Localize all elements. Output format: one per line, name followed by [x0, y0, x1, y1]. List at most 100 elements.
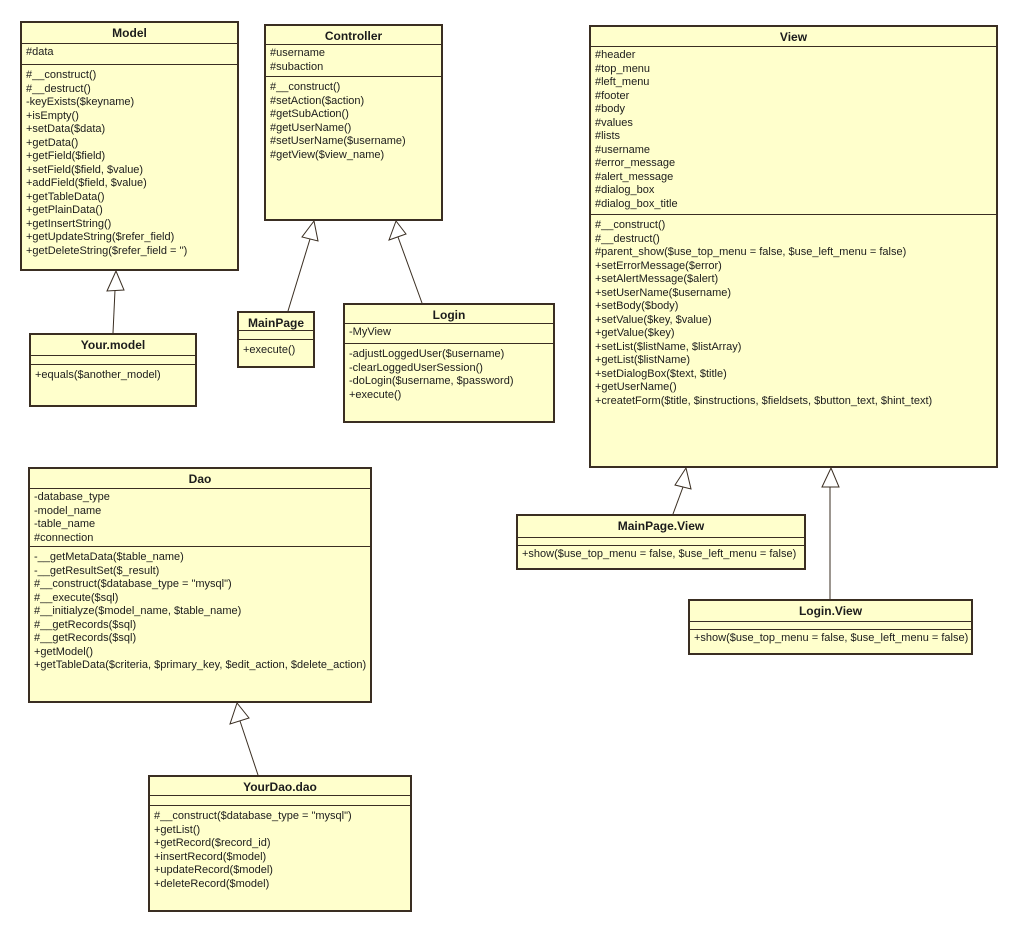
member-line: #dialog_box_title [595, 197, 678, 210]
member-line: +getPlainData() [26, 204, 103, 216]
class-login-methods: -adjustLoggedUser($username)-clearLogged… [345, 344, 553, 421]
class-login-attributes: -MyView [345, 324, 553, 344]
class-login-view-methods: +show($use_top_menu = false, $use_left_m… [690, 630, 971, 653]
member-line: +getData() [26, 136, 79, 149]
member-line: +isEmpty() [26, 109, 79, 122]
member-line: +execute() [349, 388, 402, 401]
member-line: +getTableData($criteria, $primary_key, $… [34, 659, 367, 671]
member-line: #__initialyze($model_name, $table_name) [34, 605, 242, 617]
class-model-attributes: #data [22, 44, 237, 65]
member-line: #__destruct() [26, 82, 91, 95]
member-line: +getInsertString() [26, 217, 112, 230]
member-line: #getSubAction() [270, 108, 349, 120]
member-line: +getValue($key) [595, 327, 675, 339]
member-line: #data [26, 46, 54, 58]
member-line: -model_name [34, 504, 102, 517]
member-line: +getUpdateString($refer_field) [26, 231, 175, 243]
class-yourdao-title: YourDao.dao [150, 777, 410, 796]
class-mainpage-attributes [239, 331, 313, 340]
class-model-title: Model [22, 23, 237, 44]
member-line: +updateRecord($model) [154, 864, 273, 876]
member-line: +getTableData() [26, 190, 105, 203]
member-line: +equals($another_model) [35, 369, 161, 381]
member-line: #connection [34, 531, 94, 544]
class-login-view[interactable]: Login.View +show($use_top_menu = false, … [688, 599, 973, 655]
member-line: +setField($field, $value) [26, 163, 144, 176]
class-yourdao[interactable]: YourDao.dao #__construct($database_type … [148, 775, 412, 912]
member-line: -keyExists($keyname) [26, 96, 135, 108]
class-model[interactable]: Model #data #__construct()#__destruct()-… [20, 21, 239, 271]
member-line: -__getResultSet($_result) [34, 564, 160, 577]
class-model-methods: #__construct()#__destruct()-keyExists($k… [22, 65, 237, 269]
member-line: #error_message [595, 157, 676, 169]
class-controller-attributes: #username#subaction [266, 45, 441, 77]
class-yourdao-methods: #__construct($database_type = "mysql")+g… [150, 806, 410, 910]
member-line: #body [595, 103, 625, 115]
class-login-view-title: Login.View [690, 601, 971, 622]
class-view[interactable]: View #header#top_menu#left_menu#footer#b… [589, 25, 998, 468]
member-line: #__construct() [595, 219, 666, 231]
class-view-attributes: #header#top_menu#left_menu#footer#body#v… [591, 47, 996, 215]
class-login[interactable]: Login -MyView -adjustLoggedUser($usernam… [343, 303, 555, 423]
class-login-title: Login [345, 305, 553, 324]
member-line: +setData($data) [26, 123, 106, 135]
class-mainpage[interactable]: MainPage +execute() [237, 311, 315, 368]
inheritance-mainpage-view-to-view [672, 466, 692, 515]
member-line: +getField($field) [26, 150, 106, 162]
member-line: #username [595, 143, 651, 156]
member-line: #lists [595, 130, 621, 142]
member-line: #__getRecords($sql) [34, 618, 137, 631]
member-line: +getList($listName) [595, 354, 691, 366]
class-mainpage-view-title: MainPage.View [518, 516, 804, 538]
member-line: +setValue($key, $value) [595, 313, 712, 326]
member-line: -adjustLoggedUser($username) [349, 348, 505, 360]
member-line: #__construct($database_type = "mysql") [34, 578, 232, 590]
class-your-model[interactable]: Your.model +equals($another_model) [29, 333, 197, 407]
class-dao[interactable]: Dao -database_type-model_name-table_name… [28, 467, 372, 703]
class-view-methods: #__construct()#__destruct()#parent_show(… [591, 215, 996, 466]
member-line: #header [595, 49, 636, 61]
member-line: #parent_show($use_top_menu = false, $use… [595, 246, 907, 258]
member-line: #alert_message [595, 170, 674, 183]
member-line: #values [595, 116, 633, 129]
member-line: +getList() [154, 823, 201, 836]
member-line: #__construct() [270, 81, 341, 93]
inheritance-yourdao-to-dao [229, 701, 259, 776]
member-line: +show($use_top_menu = false, $use_left_m… [522, 548, 797, 560]
member-line: #top_menu [595, 62, 651, 75]
class-controller-methods: #__construct()#setAction($action)#getSub… [266, 77, 441, 219]
class-yourdao-attributes [150, 796, 410, 806]
member-line: #__construct() [26, 69, 97, 81]
member-line: +getUserName() [595, 381, 677, 393]
class-your-model-title: Your.model [31, 335, 195, 356]
member-line: #getView($view_name) [270, 148, 385, 161]
member-line: -table_name [34, 518, 96, 530]
member-line: +addField($field, $value) [26, 177, 147, 189]
class-your-model-methods: +equals($another_model) [31, 365, 195, 405]
member-line: +setList($listName, $listArray) [595, 340, 742, 353]
member-line: +createtForm($title, $instructions, $fie… [595, 394, 933, 407]
member-line: +deleteRecord($model) [154, 877, 270, 890]
member-line: #setUserName($username) [270, 135, 406, 147]
member-line: +show($use_top_menu = false, $use_left_m… [694, 632, 969, 644]
class-mainpage-view[interactable]: MainPage.View +show($use_top_menu = fals… [516, 514, 806, 570]
member-line: #username [270, 47, 326, 59]
class-mainpage-methods: +execute() [239, 340, 313, 366]
member-line: #left_menu [595, 76, 650, 88]
class-dao-title: Dao [30, 469, 370, 489]
member-line: +setAlertMessage($alert) [595, 273, 719, 285]
class-your-model-attributes [31, 356, 195, 365]
member-line: #__execute($sql) [34, 591, 119, 604]
class-controller[interactable]: Controller #username#subaction #__constr… [264, 24, 443, 221]
member-line: #getUserName() [270, 121, 352, 134]
inheritance-login-to-controller [388, 219, 423, 304]
member-line: #subaction [270, 60, 324, 73]
inheritance-your-model-to-model [106, 269, 125, 334]
member-line: -doLogin($username, $password) [349, 375, 514, 387]
member-line: #footer [595, 89, 630, 102]
member-line: #dialog_box [595, 184, 655, 196]
member-line: +getRecord($record_id) [154, 837, 271, 849]
member-line: +setDialogBox($text, $title) [595, 367, 727, 380]
inheritance-mainpage-to-controller [287, 219, 319, 312]
